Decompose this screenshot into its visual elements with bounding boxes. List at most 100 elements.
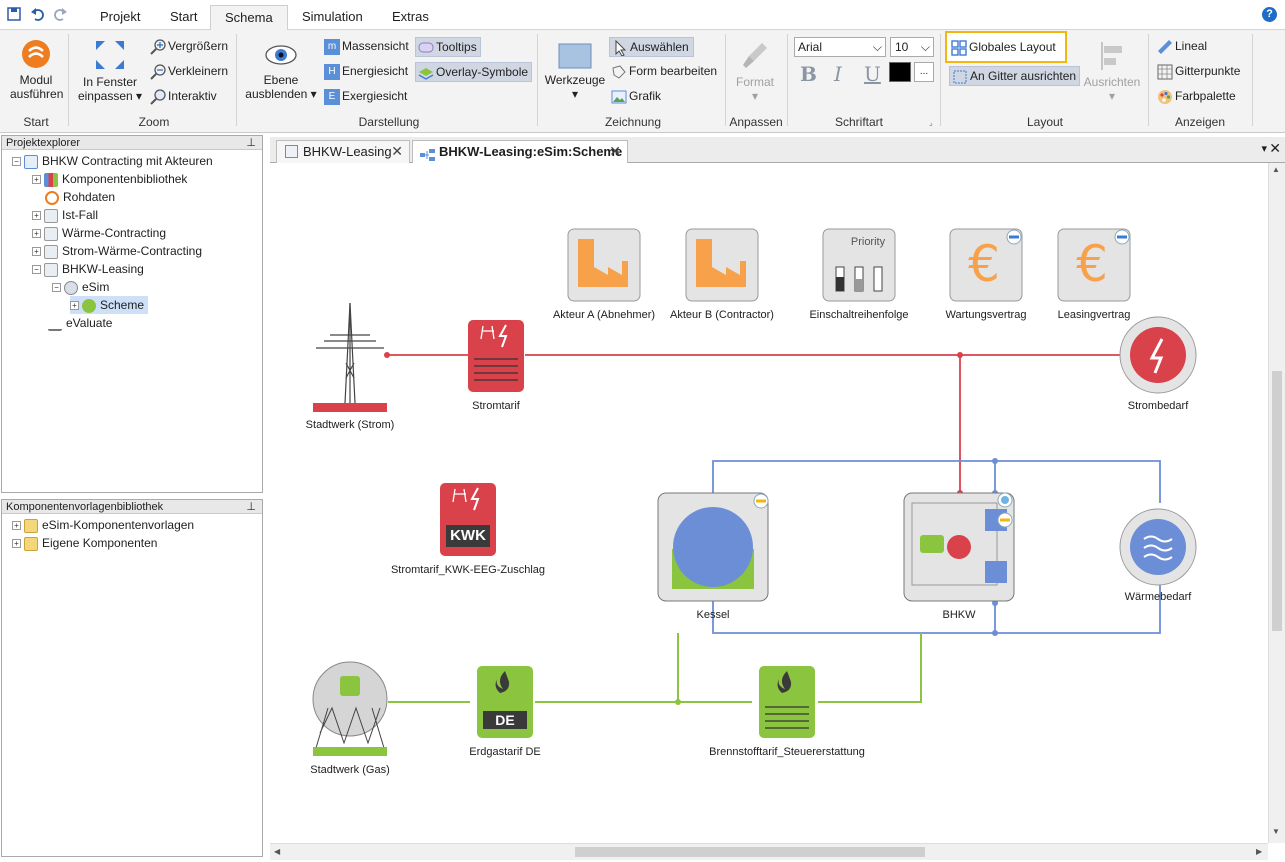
tree-item-own-components[interactable]: +Eigene Komponenten [12, 534, 157, 552]
color-palette-button[interactable]: Farbpalette [1157, 89, 1236, 105]
node-brennstofftarif[interactable] [759, 666, 815, 738]
fit-window-button[interactable]: In Fenster einpassen ▾ [76, 38, 144, 103]
tree-item-esim-templates[interactable]: +eSim-Komponentenvorlagen [12, 516, 194, 534]
label-brennstofftarif: Brennstofftarif_Steuererstattung [709, 746, 865, 758]
menu-bar: Projekt Start Schema Simulation Extras ? [0, 0, 1285, 30]
node-kessel[interactable] [657, 492, 769, 602]
snap-to-grid-toggle[interactable]: An Gitter ausrichten [949, 66, 1081, 86]
edit-shape-button[interactable]: Form bearbeiten [611, 64, 717, 80]
run-module-button[interactable]: Modul ausführen [10, 38, 63, 101]
tree-item-strom-waerme-contracting[interactable]: +Strom-Wärme-Contracting [32, 242, 202, 260]
scheme-canvas[interactable]: Priority € € KWK DE Akteur A (Abnehmer) … [270, 163, 1274, 843]
tab-schema[interactable]: Schema [210, 5, 288, 30]
chevron-down-icon: ⌵ [872, 40, 882, 54]
image-icon [611, 89, 627, 105]
energy-view-icon: H [324, 64, 340, 80]
tab-projekt[interactable]: Projekt [100, 9, 141, 24]
tab-simulation[interactable]: Simulation [302, 9, 363, 24]
grid-snap-icon [952, 69, 968, 85]
close-all-icon[interactable]: ✕ [1269, 140, 1281, 156]
overlay-symbols-toggle[interactable]: Overlay-Symbole [415, 62, 533, 82]
ruler-icon [1157, 39, 1173, 55]
tree-item-ist-fall[interactable]: +Ist-Fall [32, 206, 98, 224]
node-stadtwerk-gas[interactable] [312, 661, 388, 756]
vertical-scrollbar[interactable]: ▲ ▼ [1268, 163, 1285, 843]
font-size-select[interactable]: 10⌵ [890, 37, 934, 57]
grid-points-toggle[interactable]: Gitterpunkte [1157, 64, 1240, 80]
close-icon[interactable]: ✕ [391, 143, 403, 159]
node-stromtarif-kwk[interactable] [440, 483, 496, 556]
cursor-icon [612, 39, 628, 57]
node-bhkw[interactable] [903, 492, 1015, 602]
scroll-down-icon[interactable]: ▼ [1272, 827, 1280, 836]
group-label-anpassen: Anpassen [729, 115, 783, 129]
dialog-launcher-icon[interactable]: ⌟ [929, 118, 933, 127]
node-stromtarif[interactable] [468, 320, 524, 392]
tree-item-project[interactable]: −BHKW Contracting mit Akteuren [12, 152, 213, 170]
label-wartungsvertrag: Wartungsvertrag [945, 309, 1027, 321]
tools-button[interactable]: Werkzeuge ▾ [544, 42, 606, 101]
tooltips-toggle[interactable]: Tooltips [415, 37, 481, 57]
font-family-select[interactable]: Arial⌵ [794, 37, 886, 57]
tab-extras[interactable]: Extras [392, 9, 429, 24]
scheme-diagram[interactable] [270, 163, 1274, 843]
zoom-out-button[interactable]: Verkleinern [150, 64, 228, 80]
tree-item-esim[interactable]: −eSim [52, 278, 109, 296]
pin-icon[interactable]: ⊥ [246, 501, 256, 513]
vertical-scroll-thumb[interactable] [1272, 371, 1282, 631]
zoom-in-button[interactable]: Vergrößern [150, 39, 228, 55]
pin-icon[interactable]: ⊥ [246, 137, 256, 149]
node-strombedarf[interactable] [1119, 316, 1197, 394]
node-waermebedarf[interactable] [1119, 508, 1197, 586]
node-leasingvertrag[interactable] [1057, 228, 1131, 302]
italic-button[interactable]: I [834, 62, 842, 86]
factory-icon [578, 239, 628, 287]
tab-start[interactable]: Start [170, 9, 198, 24]
scroll-left-icon[interactable]: ◀ [274, 847, 281, 856]
underline-button[interactable]: U [864, 62, 881, 86]
engine-icon [920, 535, 944, 553]
node-stadtwerk-strom[interactable] [313, 302, 387, 412]
tree-item-evaluate[interactable]: eValuate [48, 314, 112, 332]
zoom-interactive-button[interactable]: Interaktiv [150, 89, 217, 105]
select-tool-button[interactable]: Auswählen [609, 37, 694, 57]
close-icon[interactable]: ✕ [609, 143, 621, 159]
tree-item-library[interactable]: +Komponentenbibliothek [32, 170, 187, 188]
undo-icon[interactable] [30, 6, 46, 22]
node-einschaltreihenfolge[interactable] [822, 228, 896, 302]
scroll-up-icon[interactable]: ▲ [1272, 165, 1280, 174]
graphic-button[interactable]: Grafik [611, 89, 661, 105]
horizontal-scroll-thumb[interactable] [575, 847, 925, 857]
font-color-more-button[interactable]: ... [914, 62, 934, 82]
node-akteur-b[interactable] [685, 228, 759, 302]
help-icon[interactable]: ? [1262, 7, 1277, 22]
doc-tab-scheme[interactable]: BHKW-Leasing:eSim:Scheme✕ [412, 140, 628, 164]
priority-label: Priority [850, 236, 886, 248]
bold-button[interactable]: B [800, 62, 817, 86]
doc-tab-bhkw-leasing[interactable]: BHKW-Leasing✕ [276, 140, 410, 163]
horizontal-scrollbar[interactable]: ◀ ▶ [270, 843, 1268, 860]
tab-list-icon[interactable]: ▾ [1261, 143, 1267, 155]
redo-icon[interactable] [52, 6, 68, 22]
ruler-toggle[interactable]: Lineal [1157, 39, 1207, 55]
font-color-swatch[interactable] [889, 62, 911, 82]
format-button[interactable]: Format ▾ [731, 40, 779, 103]
save-icon[interactable] [6, 6, 22, 22]
tree-item-waerme-contracting[interactable]: +Wärme-Contracting [32, 224, 166, 242]
tree-item-scheme[interactable]: +Scheme [70, 296, 149, 314]
node-wartungsvertrag[interactable] [949, 228, 1023, 302]
hide-layer-button[interactable]: Ebene ausblenden ▾ [244, 40, 318, 101]
tree-item-rohdaten[interactable]: Rohdaten [45, 188, 115, 206]
gas-connections[interactable] [388, 633, 922, 703]
global-layout-button[interactable]: Globales Layout [945, 31, 1067, 63]
node-akteur-a[interactable] [567, 228, 641, 302]
tree-item-bhkw-leasing[interactable]: −BHKW-Leasing [32, 260, 144, 278]
zoom-out-icon [150, 64, 166, 80]
scroll-right-icon[interactable]: ▶ [1256, 847, 1263, 856]
align-button[interactable]: Ausrichten ▾ [1082, 40, 1142, 103]
node-erdgastarif[interactable] [477, 666, 533, 738]
switches-icon [835, 266, 883, 292]
